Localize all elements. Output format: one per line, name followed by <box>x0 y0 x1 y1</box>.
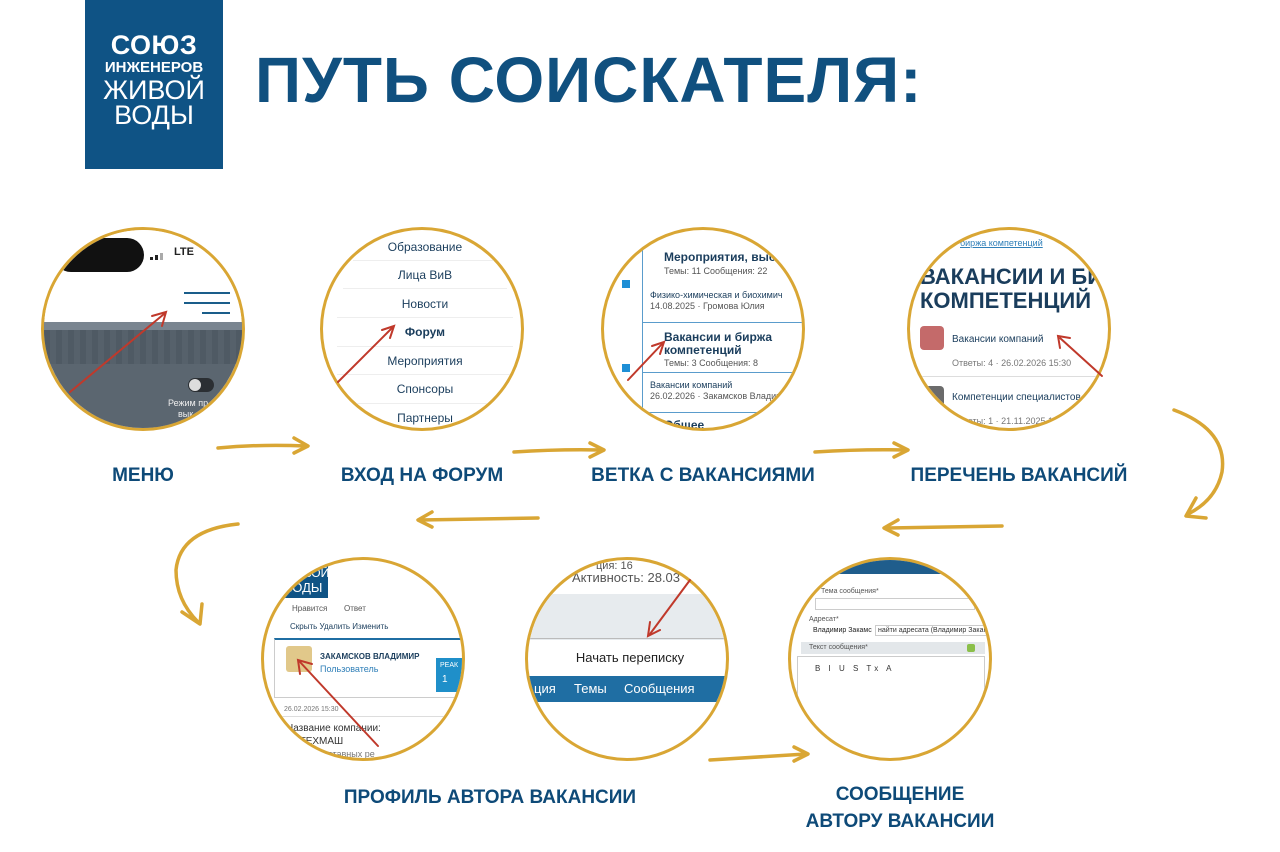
start-conversation-button[interactable]: Начать переписку <box>575 650 685 665</box>
branch-vacancies-title[interactable]: Вакансии и биржа <box>664 330 773 344</box>
section-heading-1: ВАКАНСИИ И БИ <box>920 264 1104 289</box>
recipient-value: Владимир Закамс <box>813 627 872 634</box>
signal-icon <box>150 250 168 260</box>
step-4-screenshot: биржа компетенций ВАКАНСИИ И БИ КОМПЕТЕН… <box>907 227 1111 431</box>
profile-activity: Активность: 28.03 <box>572 570 681 585</box>
post-actions[interactable]: Скрыть Удалить Изменить <box>290 622 389 631</box>
toggle-label: Режим пр <box>168 398 209 408</box>
topic-company-vacancies-meta: 26.02.2026 · Закамсков Владим <box>650 391 783 401</box>
topic-physchem-meta: 14.08.2025 · Громова Юлия <box>650 301 765 311</box>
author-role: Пользователь <box>320 664 379 674</box>
post-text-3: ставных ре <box>328 749 375 759</box>
branch-events-title[interactable]: Мероприятия, выс <box>664 250 776 264</box>
menu-item-persons[interactable]: Лица ВиВ <box>397 268 453 282</box>
menu-item-forum[interactable]: Форум <box>404 325 446 339</box>
menu-icon[interactable] <box>184 292 230 318</box>
reactions-label: РЕАК <box>440 662 459 669</box>
branch-general-title[interactable]: Общее <box>664 418 705 431</box>
message-body-input[interactable] <box>797 656 985 758</box>
arrow-mid-left-head <box>416 510 434 529</box>
avatar <box>920 326 944 350</box>
arrow-curve-right-head <box>1184 496 1208 520</box>
menu-item-education[interactable]: Образование <box>387 240 463 254</box>
step-3-screenshot: Мероприятия, выс Темы: 11 Сообщения: 22 … <box>601 227 805 431</box>
tab-messages[interactable]: Сообщения <box>624 681 695 696</box>
branch-vacancies-stats: Темы: 3 Сообщения: 8 <box>664 358 759 368</box>
item-specialist-skills-meta: Ответы: 1 · 21.11.2025 15:22 <box>952 416 1071 426</box>
message-body-label: Текст сообщения* <box>809 644 868 651</box>
arrow-2-3-head <box>588 441 606 459</box>
toggle-label-2: вык <box>178 409 194 419</box>
arrow-curve-right <box>1172 408 1225 516</box>
logo-mini-2: ВОДЫ <box>284 580 323 595</box>
arrow-1-2 <box>216 443 308 450</box>
menu-item-news[interactable]: Новости <box>401 297 449 311</box>
editor-toolbar[interactable]: B I U S Tx A <box>815 664 895 673</box>
reactions-count: 1 <box>442 674 448 685</box>
step-6-screenshot: ция: 16 Активность: 28.03 Начать перепис… <box>525 557 729 761</box>
logo-line-1: СОЮЗ <box>110 30 198 60</box>
step-1-label: МЕНЮ <box>112 465 174 486</box>
step-5-label: СООБЩЕНИЕ <box>835 784 965 805</box>
post-date: 26.02.2026 15:30 <box>284 706 339 713</box>
post-text-2: ОКТЕХМАШ <box>286 736 344 747</box>
logo: СОЮЗ ИНЖЕНЕРОВ ЖИВОЙ ВОДЫ <box>85 0 223 169</box>
step-6-label: ПРОФИЛЬ АВТОРА ВАКАНСИИ <box>343 787 637 808</box>
breadcrumb[interactable]: биржа компетенций <box>960 238 1043 248</box>
item-company-vacancies-meta: Ответы: 4 · 26.02.2026 15:30 <box>952 358 1072 368</box>
recipient-search-input[interactable]: найти адресата (Владимир Закамс <box>875 625 989 636</box>
menu-item-events[interactable]: Мероприятия <box>387 354 463 368</box>
step-5-screenshot: Тема сообщения* Адресат* Владимир Закамс… <box>788 557 992 761</box>
item-specialist-skills[interactable]: Компетенции специалистов <box>952 392 1081 403</box>
arrow-2-3 <box>512 448 604 454</box>
step-2-screenshot: Образование Лица ВиВ Новости Форум Мероп… <box>320 227 524 431</box>
arrow-to-5 <box>884 524 1004 530</box>
arrow-1-2-head <box>292 436 310 455</box>
step-1-screenshot: LTE Режим пр вык <box>41 227 245 431</box>
arrow-curve-left <box>174 522 240 624</box>
avatar-2 <box>920 386 944 410</box>
step-2-label: ВХОД НА ФОРУМ <box>340 465 504 486</box>
like-link[interactable]: Нравится <box>292 604 328 613</box>
section-heading-2: КОМПЕТЕНЦИЙ <box>920 288 1092 313</box>
topic-company-vacancies[interactable]: Вакансии компаний <box>650 380 733 390</box>
subject-input[interactable] <box>815 598 975 610</box>
logo-line-3: ЖИВОЙ <box>103 75 205 105</box>
profile-stats-1: ция: 16 <box>596 560 633 572</box>
post-text-1: Название компании: <box>286 723 381 734</box>
tab-topics[interactable]: Темы <box>574 681 607 696</box>
arrow-curve-left-head <box>180 602 204 626</box>
branch-vacancies-title-2[interactable]: компетенций <box>664 343 742 357</box>
recipient-label: Адресат* <box>809 616 839 623</box>
logo-line-4: ВОДЫ <box>114 100 194 130</box>
arrow-3-4 <box>813 448 908 454</box>
step-7-screenshot: ЖИВОЙ ВОДЫ Нравится Ответ Скрыть Удалить… <box>261 557 465 761</box>
topic-physchem[interactable]: Физико-химическая и биохимич <box>650 290 783 300</box>
branch-events-stats: Темы: 11 Сообщения: 22 <box>664 266 768 276</box>
avatar[interactable] <box>286 646 312 672</box>
menu-item-partners[interactable]: Партнеры <box>397 411 453 425</box>
arrow-3-4-head <box>892 441 910 459</box>
page-title: ПУТЬ СОИСКАТЕЛЯ: <box>255 44 923 116</box>
step-3-label: ВЕТКА С ВАКАНСИЯМИ <box>591 465 815 486</box>
network-label: LTE <box>174 246 194 258</box>
arrow-mid-left <box>418 516 540 522</box>
author-name[interactable]: ЗАКАМСКОВ ВЛАДИМИР <box>320 652 420 661</box>
subject-label: Тема сообщения* <box>821 588 879 595</box>
arrow-to-5-head <box>882 518 900 537</box>
item-company-vacancies[interactable]: Вакансии компаний <box>952 334 1044 345</box>
toggle-switch[interactable] <box>188 378 214 392</box>
logo-mini-1: ЖИВОЙ <box>284 566 330 580</box>
step-5-label-2: АВТОРУ ВАКАНСИИ <box>805 811 995 832</box>
step-4-label: ПЕРЕЧЕНЬ ВАКАНСИЙ <box>910 465 1128 486</box>
reply-link[interactable]: Ответ <box>344 604 366 613</box>
tab-info[interactable]: ция <box>534 681 556 696</box>
menu-item-sponsors[interactable]: Спонсоры <box>396 382 454 396</box>
logo-line-2: ИНЖЕНЕРОВ <box>104 59 204 76</box>
